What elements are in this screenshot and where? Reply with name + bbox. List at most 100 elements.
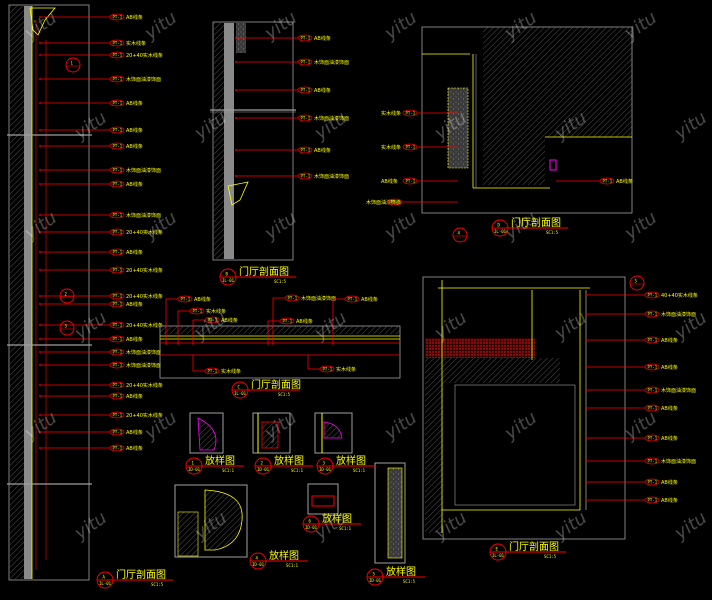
material-note: 木饰面油漆饰面 <box>661 458 696 465</box>
svg-text:5: 5 <box>373 572 376 577</box>
watermark-text: yitu <box>260 7 301 44</box>
svg-text:AB线条: AB线条 <box>221 317 238 324</box>
material-tag: PT-1 <box>301 60 311 65</box>
material-tag-icon <box>109 75 125 83</box>
material-tag-icon <box>109 428 125 436</box>
material-tag-icon <box>297 114 313 122</box>
material-tag: PT-1 <box>113 230 123 235</box>
svg-text:C: C <box>238 385 241 390</box>
svg-text:ID-01: ID-01 <box>319 467 332 472</box>
material-note: AB线条 <box>661 337 678 344</box>
svg-text:2: 2 <box>261 461 264 466</box>
material-note: AB线条 <box>126 393 143 400</box>
svg-text:PT-1: PT-1 <box>208 369 218 374</box>
svg-text:IL-01: IL-01 <box>222 278 235 283</box>
material-tag: PT-1 <box>113 15 123 20</box>
material-tag: PT-1 <box>301 148 311 153</box>
watermark-text: yitu <box>140 7 181 44</box>
material-note: 20+40实木线条 <box>126 267 163 274</box>
section-mark: 2 <box>59 288 75 304</box>
material-note: 实木线条 <box>126 40 146 47</box>
material-tag-icon <box>109 211 125 219</box>
material-tag: PT-1 <box>648 365 658 370</box>
svg-text:ID-01: ID-01 <box>369 578 382 583</box>
svg-text:SC1:5: SC1:5 <box>274 279 287 284</box>
material-tag: PT-1 <box>113 446 123 451</box>
material-tag: PT-1 <box>301 174 311 179</box>
material-tag-icon <box>644 291 660 299</box>
material-note: AB线条 <box>661 479 678 486</box>
material-tag-icon <box>109 392 125 400</box>
svg-text:放样图: 放样图 <box>336 454 366 467</box>
svg-text:SC1:5: SC1:5 <box>151 582 164 587</box>
section-mark: 3 <box>59 320 75 336</box>
material-tag-icon <box>109 335 125 343</box>
material-tag: PT-1 <box>113 168 123 173</box>
svg-text:木饰面油漆饰面: 木饰面油漆饰面 <box>301 295 336 302</box>
material-note: 木饰面油漆饰面 <box>126 76 161 83</box>
svg-text:门厅剖面图: 门厅剖面图 <box>239 265 289 278</box>
material-tag-icon <box>644 386 660 394</box>
material-tag: PT-1 <box>648 388 658 393</box>
watermark-text: yitu <box>500 407 541 444</box>
svg-text:SC1:5: SC1:5 <box>403 579 416 584</box>
svg-text:PT-1: PT-1 <box>348 297 358 302</box>
material-tag-icon <box>297 34 313 42</box>
material-tag: PT-1 <box>648 436 658 441</box>
svg-text:实木线条: 实木线条 <box>336 366 356 373</box>
svg-text:1: 1 <box>71 61 74 66</box>
svg-text:门厅剖面图: 门厅剖面图 <box>509 540 559 553</box>
svg-text:放样图: 放样图 <box>205 454 235 467</box>
svg-text:门厅剖面图: 门厅剖面图 <box>511 216 561 229</box>
material-tag-icon <box>644 496 660 504</box>
material-tag-icon <box>297 58 313 66</box>
material-tag: PT-1 <box>648 480 658 485</box>
material-tag-icon <box>297 172 313 180</box>
material-note: AB线条 <box>314 147 331 154</box>
material-tag-icon <box>644 434 660 442</box>
material-note: AB线条 <box>314 35 331 42</box>
svg-text:SC1:5: SC1:5 <box>278 392 291 397</box>
section-mark: 4 <box>452 227 468 243</box>
svg-text:IL-01: IL-01 <box>234 391 247 396</box>
material-tag: PT-1 <box>113 213 123 218</box>
material-tag: PT-1 <box>113 383 123 388</box>
svg-text:门厅剖面图: 门厅剖面图 <box>251 378 301 391</box>
material-tag-icon <box>644 336 660 344</box>
svg-text:4: 4 <box>256 556 259 561</box>
material-tag: PT-1 <box>113 413 123 418</box>
material-note: AB线条 <box>126 301 143 308</box>
material-tag: PT-1 <box>113 128 123 133</box>
material-tag-icon <box>109 51 125 59</box>
svg-text:AB线条: AB线条 <box>381 178 398 185</box>
material-tag-icon <box>297 86 313 94</box>
